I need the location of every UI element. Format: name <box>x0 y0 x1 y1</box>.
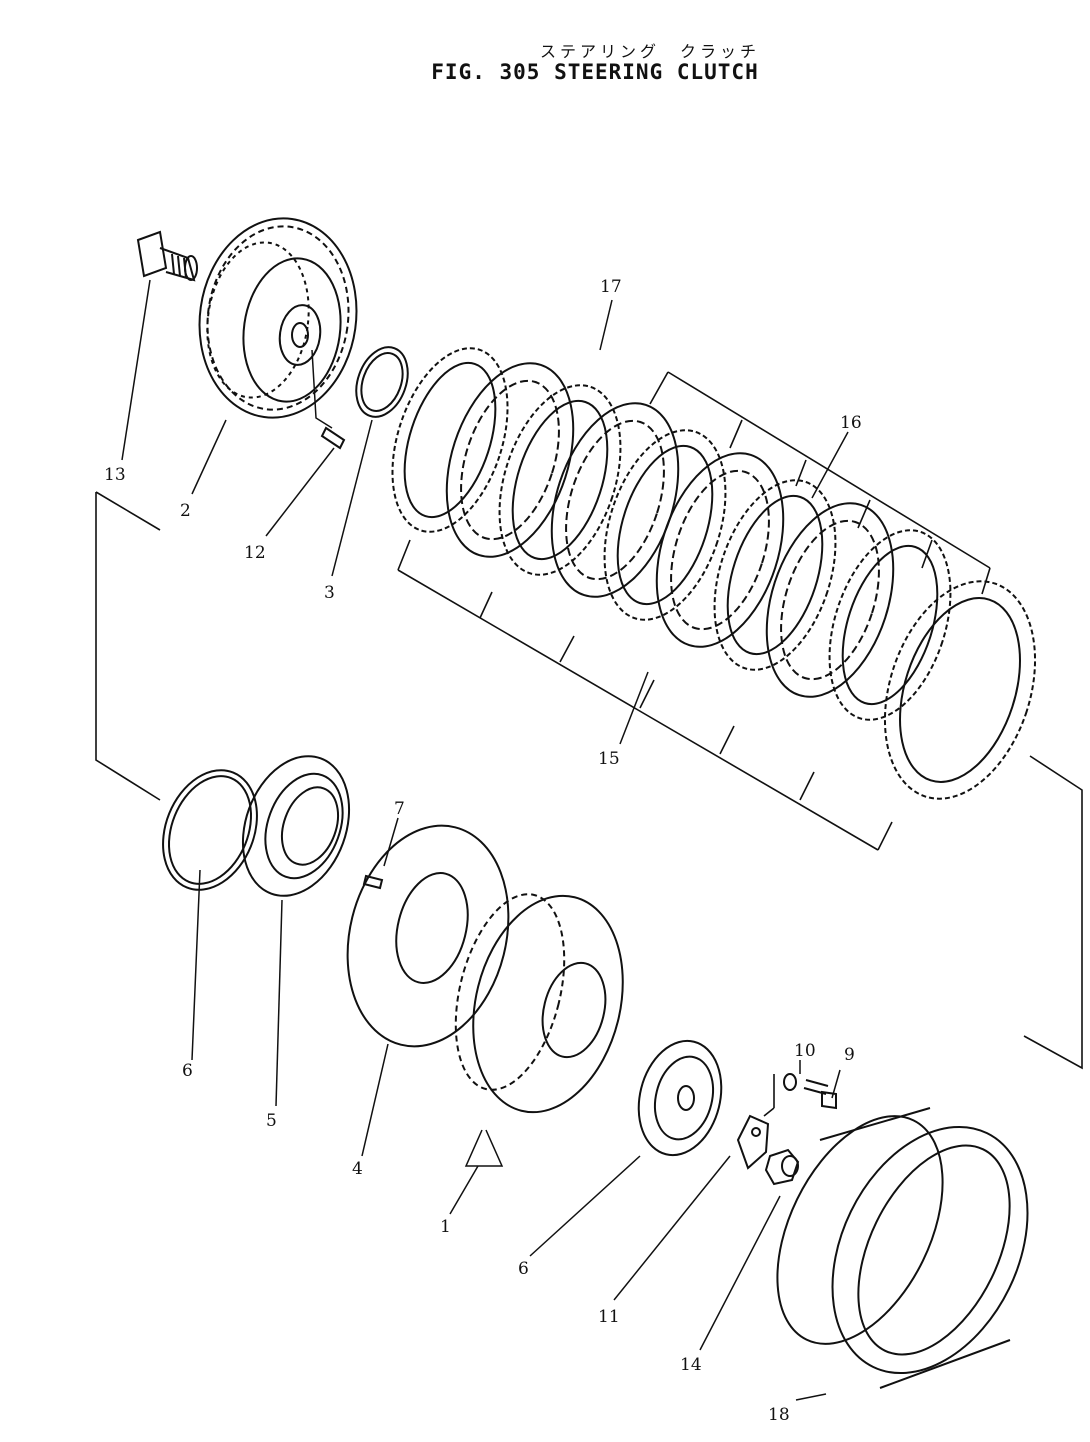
plate-4 <box>550 402 680 598</box>
part-3-snap-ring <box>355 346 409 418</box>
callout-18: 18 <box>768 1405 790 1425</box>
callout-4: 4 <box>352 1159 363 1179</box>
part-13-bolt <box>136 230 198 282</box>
part-1-cylinder <box>454 893 624 1114</box>
callout-15: 15 <box>598 749 620 769</box>
part-18-drum <box>776 1107 1029 1389</box>
part-6-retainer <box>637 1039 723 1157</box>
callout-13: 13 <box>104 465 126 485</box>
alignment-lines <box>95 491 1083 1070</box>
part-4-piston <box>346 824 510 1048</box>
plate-7 <box>713 479 837 671</box>
callout-16: 16 <box>840 413 862 433</box>
callout-6-retainer: 6 <box>518 1259 529 1279</box>
part-11-lock-plate <box>736 1114 770 1170</box>
callout-1: 1 <box>440 1217 451 1237</box>
part-9-bolt <box>803 1079 837 1110</box>
callout-3: 3 <box>324 583 335 603</box>
title-japanese: ステアリング クラッチ <box>539 42 760 61</box>
plate-8 <box>765 502 895 698</box>
leader-lines <box>121 279 849 1401</box>
part-7-pin <box>362 874 384 890</box>
callout-6-seal: 6 <box>182 1061 193 1081</box>
part-2-hub <box>198 217 358 419</box>
plate-9 <box>828 529 952 721</box>
callout-11: 11 <box>598 1307 620 1327</box>
plate-6 <box>655 452 785 648</box>
part-10-9-bracket <box>763 1074 775 1117</box>
callout-10: 10 <box>794 1041 816 1061</box>
callout-9: 9 <box>844 1045 855 1065</box>
plate-10 <box>883 580 1037 800</box>
callout-labels: 13 2 12 3 17 16 15 7 6 5 4 1 6 11 14 10 … <box>104 277 862 1425</box>
callout-12: 12 <box>244 543 266 563</box>
callout-7: 7 <box>394 799 405 819</box>
callout-14: 14 <box>680 1355 702 1375</box>
part-5-bearing <box>241 755 351 897</box>
figure-title: FIG. 305 STEERING CLUTCH <box>431 60 759 84</box>
group-bracket-lower <box>397 539 893 851</box>
plate-2 <box>445 362 575 558</box>
part-12-pin <box>320 426 346 450</box>
part-10-washer <box>783 1073 797 1091</box>
callout-2-hub: 2 <box>180 501 191 521</box>
part-14-nut <box>764 1148 800 1186</box>
callout-5: 5 <box>266 1111 277 1131</box>
part-6-seal-ring <box>162 769 258 891</box>
callout-17: 17 <box>600 277 622 297</box>
group-bracket-upper <box>649 371 991 595</box>
plate-1 <box>391 347 509 533</box>
plate-3 <box>498 384 622 576</box>
plate-5 <box>603 429 727 621</box>
clutch-plate-pack <box>391 347 1037 800</box>
